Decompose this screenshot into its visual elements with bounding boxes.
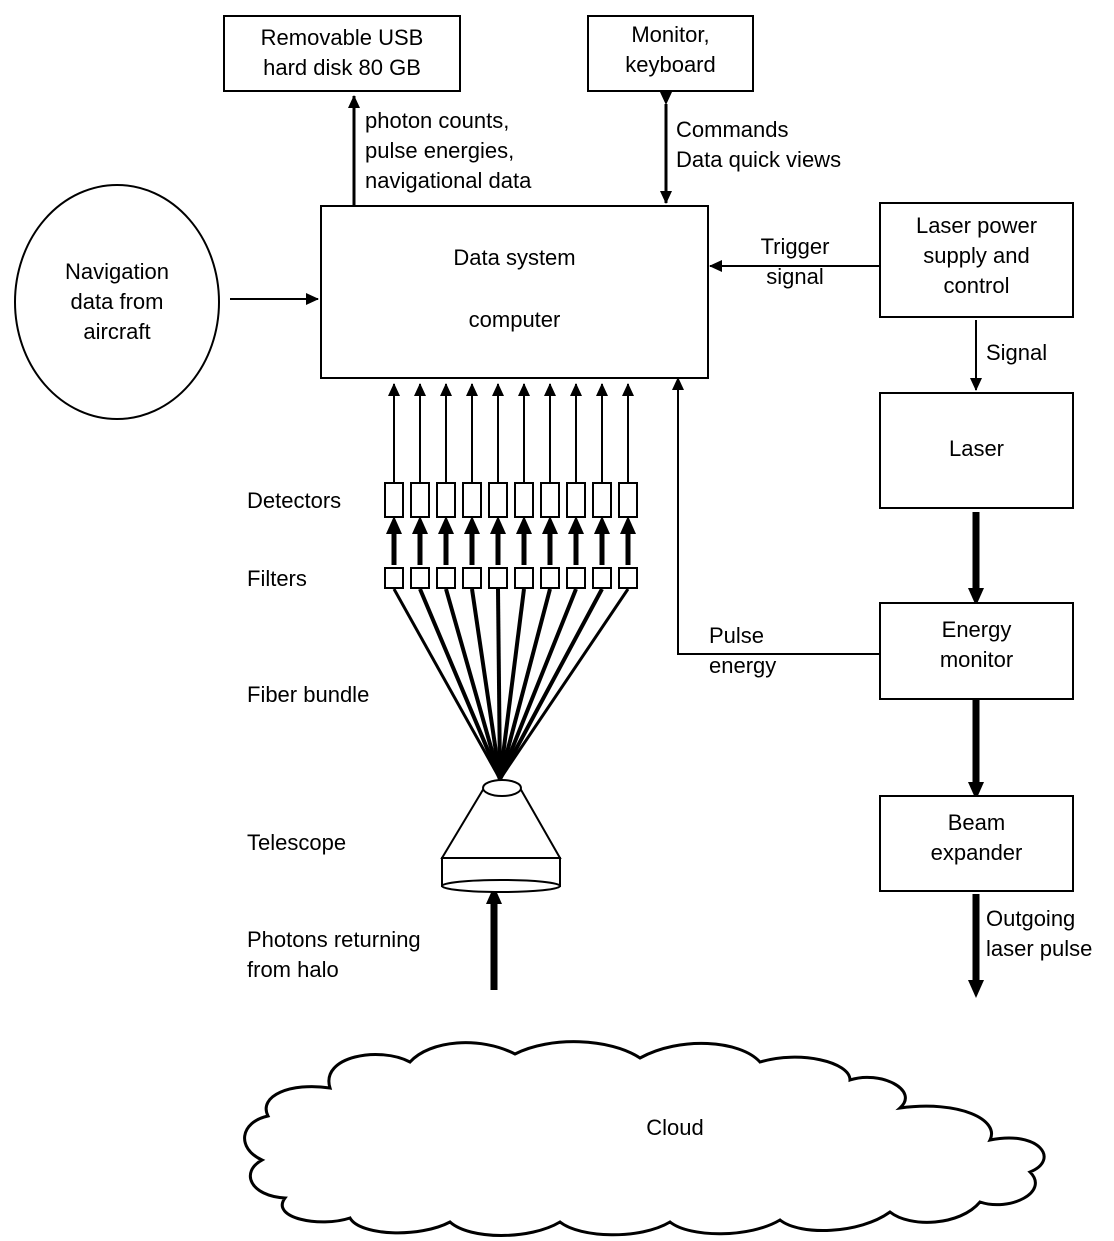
fiber-strand [498,588,526,780]
usb-disk-box [223,15,461,92]
telescope-aperture [441,879,561,893]
detector-box [436,482,456,518]
telescope-body [440,787,562,859]
cloud-shape [243,1040,1046,1237]
filter-box [618,567,638,589]
filter-box [488,567,508,589]
cloud-label: Cloud [646,1115,704,1140]
fiber-strand [392,588,502,780]
detector-box [514,482,534,518]
detector-channels [384,383,638,780]
fiber-strand [418,588,502,780]
data-to-disk-label: photon counts,pulse energies,navigationa… [365,108,532,193]
detector-box [592,482,612,518]
fiber-strand [444,588,502,780]
signal-label: Signal [986,340,1048,365]
filter-box [540,567,560,589]
energy-monitor-box [879,602,1074,700]
laser-box [879,392,1074,509]
fiber-strand [496,588,502,780]
laser-power-box [879,202,1074,318]
beam-expander-box [879,795,1074,892]
filter-box [410,567,430,589]
detectors-label: Detectors [247,488,342,513]
fiber-strand [498,588,604,780]
navigation-circle [14,184,220,420]
detector-box [462,482,482,518]
filters-label: Filters [247,566,307,591]
data-system-box [320,205,709,379]
laser-label: Laser [948,436,1005,461]
detector-box [566,482,586,518]
detector-box [488,482,508,518]
filter-box [384,567,404,589]
arrow-pulse-energy [672,377,880,655]
fiber-strand [498,588,578,780]
fiber-strand [470,588,502,780]
filter-box [592,567,612,589]
detector-box [618,482,638,518]
filter-box [436,567,456,589]
detector-box [384,482,404,518]
telescope-top [482,779,522,797]
detector-box [410,482,430,518]
filter-box [514,567,534,589]
detector-box [540,482,560,518]
monitor-box [587,15,754,92]
monitor-label: Monitor,keyboard [625,22,716,77]
data-system-title: Data system [453,245,576,270]
fiber-bundle-label: Fiber bundle [247,682,370,707]
telescope-label: Telescope [247,830,347,855]
filter-box [566,567,586,589]
fiber-strand [498,588,552,780]
data-system-subtitle: computer [468,307,561,332]
fiber-strand [498,588,630,780]
filter-box [462,567,482,589]
